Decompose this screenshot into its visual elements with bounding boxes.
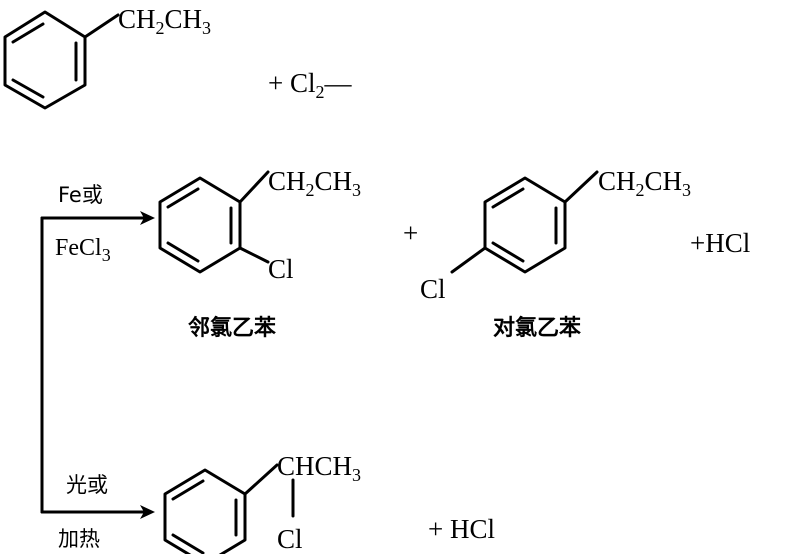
reactant-ethylbenzene: CH2CH3	[3, 4, 211, 110]
chloro-label: Cl	[277, 524, 303, 554]
chloro-label: Cl	[268, 254, 294, 284]
plus-sign: +	[403, 218, 418, 248]
ethyl-group-label: CH2CH3	[268, 166, 361, 200]
benzene-ring	[3, 10, 87, 110]
benzene-ring	[163, 468, 247, 554]
para-chloroethylbenzene: CH2CH3 Cl 对氯乙苯	[420, 166, 691, 341]
condition-heat: 加热	[58, 527, 100, 551]
hcl-top: +HCl	[690, 228, 750, 258]
reagent-chlorine: + Cl2—	[268, 68, 353, 102]
benzene-ring	[483, 176, 567, 274]
chloro-label: Cl	[420, 274, 446, 304]
ortho-chloroethylbenzene: CH2CH3 Cl 邻氯乙苯	[158, 166, 361, 341]
condition-fe: Fe或	[58, 183, 103, 207]
reaction-arrows	[40, 211, 155, 519]
benzene-ring	[158, 176, 242, 274]
ortho-product-name: 邻氯乙苯	[188, 315, 277, 341]
alpha-chloroethylbenzene: CHCH3 Cl	[163, 451, 361, 554]
para-product-name: 对氯乙苯	[493, 315, 582, 341]
ethyl-group-label: CH2CH3	[118, 4, 211, 38]
chloroethyl-group-label: CHCH3	[277, 451, 361, 485]
condition-light: 光或	[66, 473, 108, 497]
hcl-bottom: + HCl	[428, 514, 495, 544]
condition-fecl3: FeCl3	[55, 235, 111, 265]
ethyl-group-label: CH2CH3	[598, 166, 691, 200]
